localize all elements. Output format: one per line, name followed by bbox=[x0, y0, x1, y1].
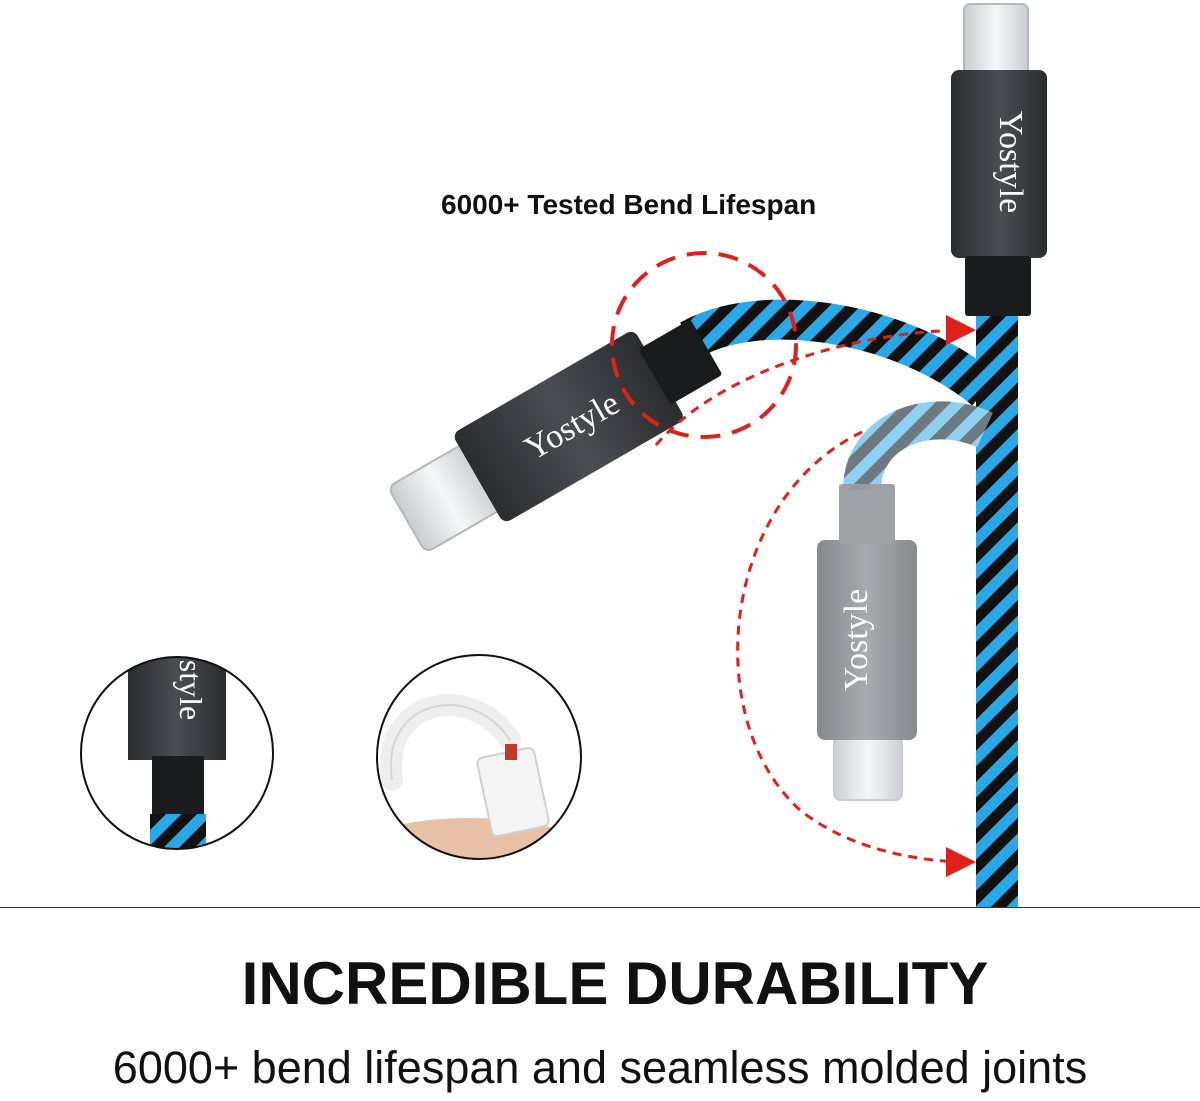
section-divider bbox=[0, 907, 1200, 908]
bend-arrow-upper bbox=[654, 315, 976, 446]
joint-closeup-inset: style bbox=[80, 656, 274, 850]
angled-connector: Yostyle bbox=[389, 320, 722, 551]
bent-cable bbox=[680, 299, 998, 406]
ghost-connector: Yostyle bbox=[817, 484, 917, 801]
bend-lifespan-callout: 6000+ Tested Bend Lifespan bbox=[441, 189, 817, 220]
brand-text-inset: style bbox=[173, 660, 209, 720]
top-connector: Yostyle bbox=[951, 3, 1047, 316]
bend-highlight-circle bbox=[610, 251, 798, 439]
headline-title: INCREDIBLE DURABILITY bbox=[241, 950, 989, 1017]
ghost-cable bbox=[843, 401, 993, 492]
brand-text-ghost: Yostyle bbox=[838, 589, 875, 691]
brand-text-top: Yostyle bbox=[992, 111, 1029, 213]
main-cable bbox=[976, 312, 1018, 908]
headline-subtitle: 6000+ bend lifespan and seamless molded … bbox=[112, 1042, 1088, 1093]
broken-cable-inset bbox=[376, 654, 582, 860]
bend-arrow-lower bbox=[736, 430, 976, 877]
